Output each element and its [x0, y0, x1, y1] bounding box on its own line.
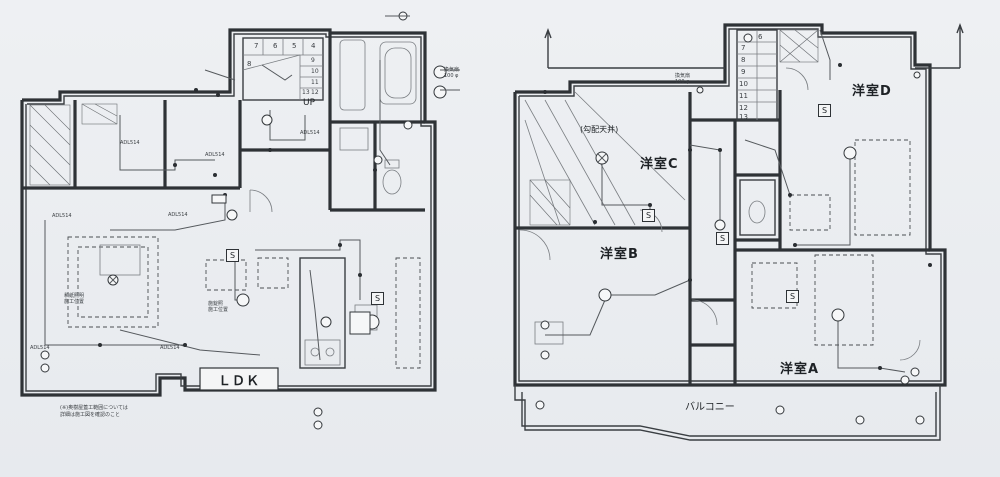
note-line-2: 詳細は施工図を確認のこと [60, 412, 121, 418]
stair-number-left: 9 [311, 57, 315, 64]
stair-number-left: 8 [247, 60, 252, 68]
cable-label: ADL514 [300, 130, 320, 136]
stair-number-left: 13 [302, 89, 310, 96]
stair-number-right: 9 [741, 68, 746, 76]
room-label-b: 洋室B [600, 247, 639, 262]
plan-right-walls [513, 23, 947, 387]
fan-spec-left: 100 φ [444, 73, 459, 79]
plan-left-stairs [242, 37, 324, 101]
plan-right-balcony [514, 385, 941, 441]
stair-number-right: 10 [739, 80, 748, 88]
plan-left-fixtures [339, 39, 417, 195]
room-label-ldk: ＬＤＫ [217, 374, 260, 389]
plan-right-furniture [519, 67, 921, 361]
plan-right-symbols [540, 33, 932, 385]
ldk-label-box [199, 367, 279, 391]
sloped-ceiling-label: (勾配天井) [580, 125, 619, 134]
fan-label-left: 換気扇 [444, 67, 460, 73]
switch-symbol: S [786, 290, 799, 303]
stair-number-left: 11 [311, 79, 319, 86]
plan-right-dimension-lines [544, 23, 964, 69]
switch-symbol: S [716, 232, 729, 245]
note-line-1: (※)奥樹屋蓋工範囲については [60, 405, 128, 411]
cable-label: ADL514 [52, 213, 72, 219]
ceiling-light-label-a2: 施工位置 [64, 299, 85, 305]
plan-left-arrows [204, 15, 460, 91]
plan-left-walls [20, 28, 437, 397]
cable-label: ADL514 [160, 345, 180, 351]
room-label-d: 洋室D [852, 84, 892, 99]
switch-symbol: S [818, 104, 831, 117]
fan-label-right: 換気扇 [675, 73, 691, 79]
plan-left-wiring [44, 60, 391, 361]
stair-number-right: 8 [741, 56, 746, 64]
stair-number-left: 10 [311, 68, 319, 75]
stair-number-right: 12 [739, 104, 748, 112]
cable-label: ADL514 [205, 152, 225, 158]
stair-number-left: 6 [273, 42, 278, 50]
stair-number-right: 7 [741, 44, 746, 52]
ceiling-light-label-b: 施錠照 [208, 301, 224, 307]
plan-left-hatching [29, 103, 118, 186]
ceiling-light-label-a: 和紙照明 [64, 293, 85, 299]
balcony-label: バルコニー [685, 402, 735, 413]
stair-number-right: 11 [739, 92, 748, 100]
stair-number-right: 6 [758, 33, 763, 41]
stair-up-label: UP [303, 98, 316, 108]
cable-label: ADL514 [120, 140, 140, 146]
switch-symbol: S [642, 209, 655, 222]
stair-number-left: 12 [311, 89, 319, 96]
switch-symbol: S [226, 249, 239, 262]
room-label-c: 洋室C [640, 157, 679, 172]
ceiling-light-label-b2: 施工位置 [208, 307, 229, 313]
room-label-a: 洋室A [780, 362, 820, 377]
cable-label: ADL514 [168, 212, 188, 218]
plan-left-furniture [67, 189, 421, 369]
cable-label: ADL514 [30, 345, 50, 351]
stair-number-right: 13 [739, 113, 748, 121]
fan-spec-right: 100 φ [675, 79, 690, 85]
plan-left-symbols [40, 11, 447, 430]
stair-number-left: 5 [292, 42, 297, 50]
plan-right-stairs [736, 29, 819, 121]
stair-number-left: 7 [254, 42, 259, 50]
stair-number-left: 4 [311, 42, 316, 50]
switch-symbol: S [371, 292, 384, 305]
